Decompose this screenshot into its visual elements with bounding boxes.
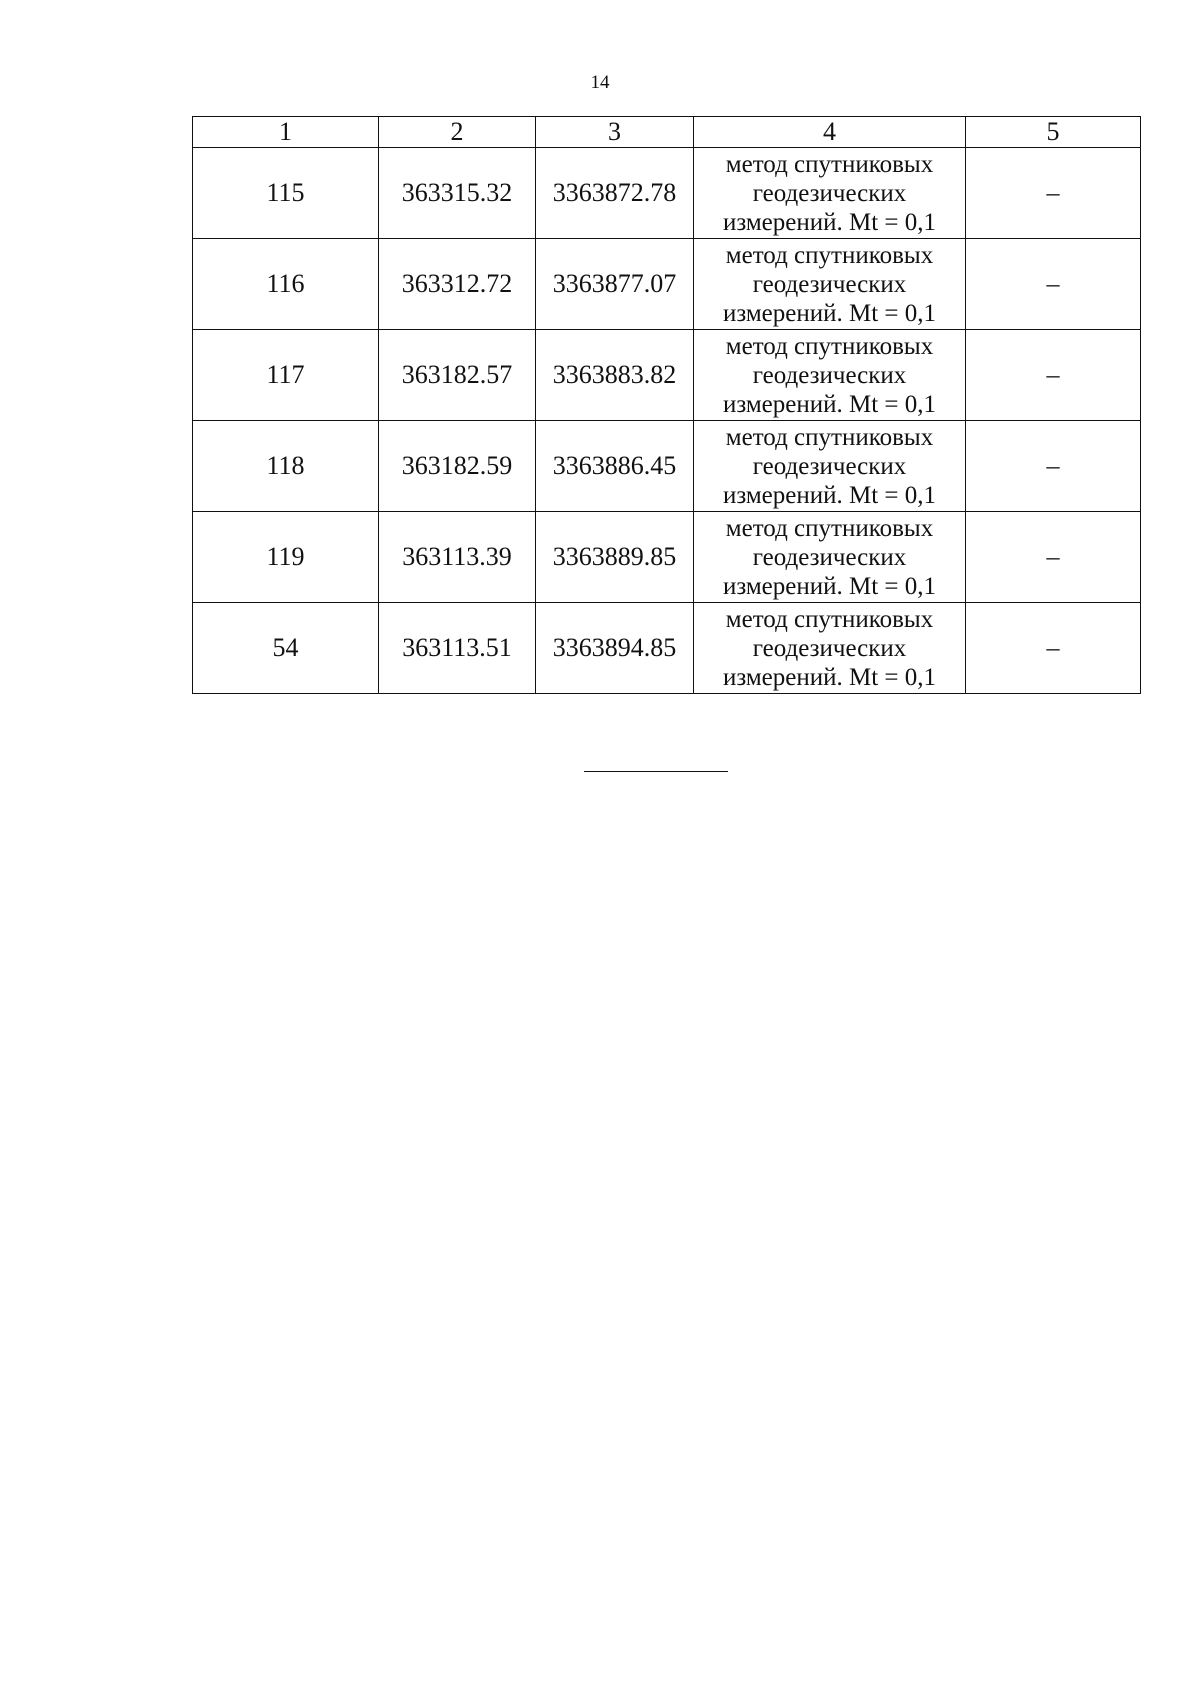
x-coordinate: 363182.59 <box>378 420 536 512</box>
column-header-4: 4 <box>693 116 966 148</box>
y-coordinate: 3363889.85 <box>535 511 694 603</box>
column-header-2: 2 <box>378 116 536 148</box>
table-row: 117 363182.57 3363883.82 метод спутников… <box>192 329 1141 421</box>
method-line: метод спутниковых <box>725 514 934 542</box>
end-divider-line <box>584 771 728 772</box>
method-line: измерений. Mt = 0,1 <box>722 208 937 236</box>
method-cell: метод спутниковых геодезических измерени… <box>693 238 966 330</box>
method-line: метод спутниковых <box>725 150 934 178</box>
method-line: геодезических <box>752 634 907 662</box>
method-cell: метод спутниковых геодезических измерени… <box>693 602 966 694</box>
point-number: 54 <box>192 602 379 694</box>
method-line: геодезических <box>752 543 907 571</box>
method-cell: метод спутниковых геодезических измерени… <box>693 147 966 239</box>
point-number: 118 <box>192 420 379 512</box>
x-coordinate: 363182.57 <box>378 329 536 421</box>
note-cell: – <box>965 329 1141 421</box>
method-line: измерений. Mt = 0,1 <box>722 390 937 418</box>
note-cell: – <box>965 147 1141 239</box>
x-coordinate: 363312.72 <box>378 238 536 330</box>
method-line: геодезических <box>752 452 907 480</box>
x-coordinate: 363315.32 <box>378 147 536 239</box>
note-cell: – <box>965 420 1141 512</box>
method-line: метод спутниковых <box>725 332 934 360</box>
table-row: 116 363312.72 3363877.07 метод спутников… <box>192 238 1141 330</box>
note-cell: – <box>965 238 1141 330</box>
y-coordinate: 3363877.07 <box>535 238 694 330</box>
method-line: метод спутниковых <box>725 423 934 451</box>
note-cell: – <box>965 602 1141 694</box>
page-number: 14 <box>590 72 610 93</box>
method-line: измерений. Mt = 0,1 <box>722 299 937 327</box>
y-coordinate: 3363886.45 <box>535 420 694 512</box>
y-coordinate: 3363872.78 <box>535 147 694 239</box>
coordinates-table: 1 2 3 4 5 115 363315.32 3363872.78 метод… <box>192 116 1141 694</box>
method-cell: метод спутниковых геодезических измерени… <box>693 511 966 603</box>
column-header-1: 1 <box>192 116 379 148</box>
table-row: 118 363182.59 3363886.45 метод спутников… <box>192 420 1141 512</box>
y-coordinate: 3363894.85 <box>535 602 694 694</box>
method-line: геодезических <box>752 270 907 298</box>
method-line: геодезических <box>752 179 907 207</box>
y-coordinate: 3363883.82 <box>535 329 694 421</box>
method-line: геодезических <box>752 361 907 389</box>
method-line: измерений. Mt = 0,1 <box>722 663 937 691</box>
method-line: измерений. Mt = 0,1 <box>722 572 937 600</box>
table-row: 54 363113.51 3363894.85 метод спутниковы… <box>192 602 1141 694</box>
method-line: измерений. Mt = 0,1 <box>722 481 937 509</box>
point-number: 115 <box>192 147 379 239</box>
point-number: 116 <box>192 238 379 330</box>
method-line: метод спутниковых <box>725 605 934 633</box>
table-row: 119 363113.39 3363889.85 метод спутников… <box>192 511 1141 603</box>
point-number: 117 <box>192 329 379 421</box>
table-row: 115 363315.32 3363872.78 метод спутников… <box>192 147 1141 239</box>
table-header-row: 1 2 3 4 5 <box>192 116 1141 148</box>
x-coordinate: 363113.51 <box>378 602 536 694</box>
column-header-3: 3 <box>535 116 694 148</box>
method-cell: метод спутниковых геодезических измерени… <box>693 420 966 512</box>
note-cell: – <box>965 511 1141 603</box>
method-cell: метод спутниковых геодезических измерени… <box>693 329 966 421</box>
method-line: метод спутниковых <box>725 241 934 269</box>
point-number: 119 <box>192 511 379 603</box>
column-header-5: 5 <box>965 116 1141 148</box>
x-coordinate: 363113.39 <box>378 511 536 603</box>
